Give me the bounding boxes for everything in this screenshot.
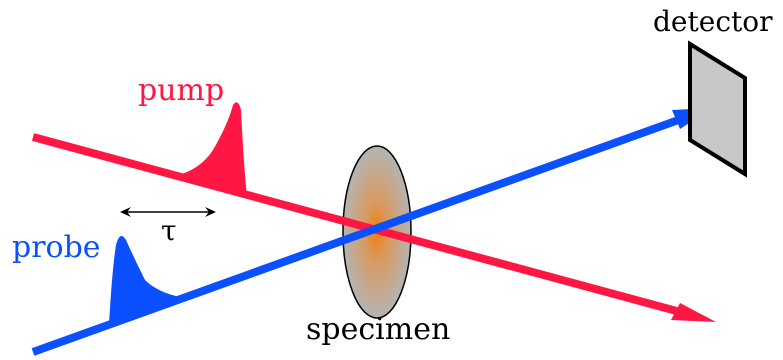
- pump-arrowhead: [671, 303, 716, 322]
- delay-arrow: [120, 207, 216, 217]
- delay-label: τ: [161, 214, 177, 247]
- pump-beam: [31, 133, 716, 322]
- pump-label: pump: [138, 73, 224, 108]
- probe-pulse: [109, 236, 180, 325]
- detector-label: detector: [653, 5, 773, 38]
- detector-plate: [688, 40, 747, 178]
- probe-label: probe: [12, 230, 101, 265]
- specimen-label: specimen: [306, 312, 450, 347]
- pump-pulse: [175, 102, 247, 196]
